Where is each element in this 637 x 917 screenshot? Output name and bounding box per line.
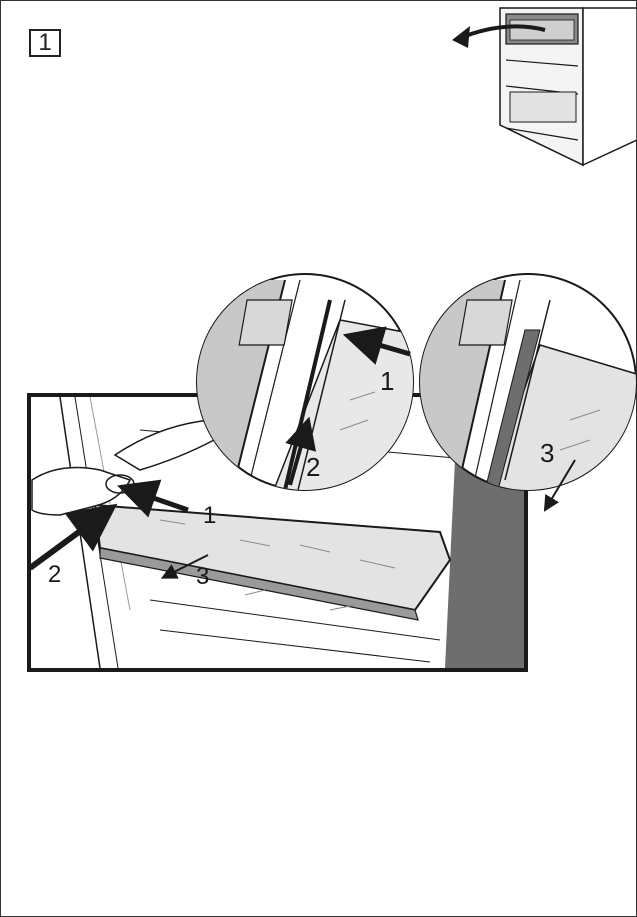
main-label-3: 3 (196, 563, 209, 590)
fridge-thumbnail (452, 7, 637, 167)
zoom-left-label-1: 1 (380, 366, 394, 396)
arrow-1-main (117, 479, 189, 518)
zoom-right-label-3: 3 (540, 438, 554, 468)
arrow-3-main (160, 554, 209, 579)
main-scene: 1 2 3 (27, 393, 528, 672)
arrow-2-zoom (285, 416, 317, 486)
arrow-1-zoom (342, 326, 411, 365)
step-number-box: 1 (29, 29, 61, 57)
zoom-left-label-2: 2 (306, 452, 320, 482)
arrow-3-zoom (543, 459, 576, 512)
pull-out-arrow-icon (452, 26, 470, 48)
main-label-2: 2 (48, 561, 61, 588)
arrow-2-main (28, 503, 118, 571)
step-number: 1 (38, 29, 52, 56)
main-label-1: 1 (203, 502, 216, 529)
